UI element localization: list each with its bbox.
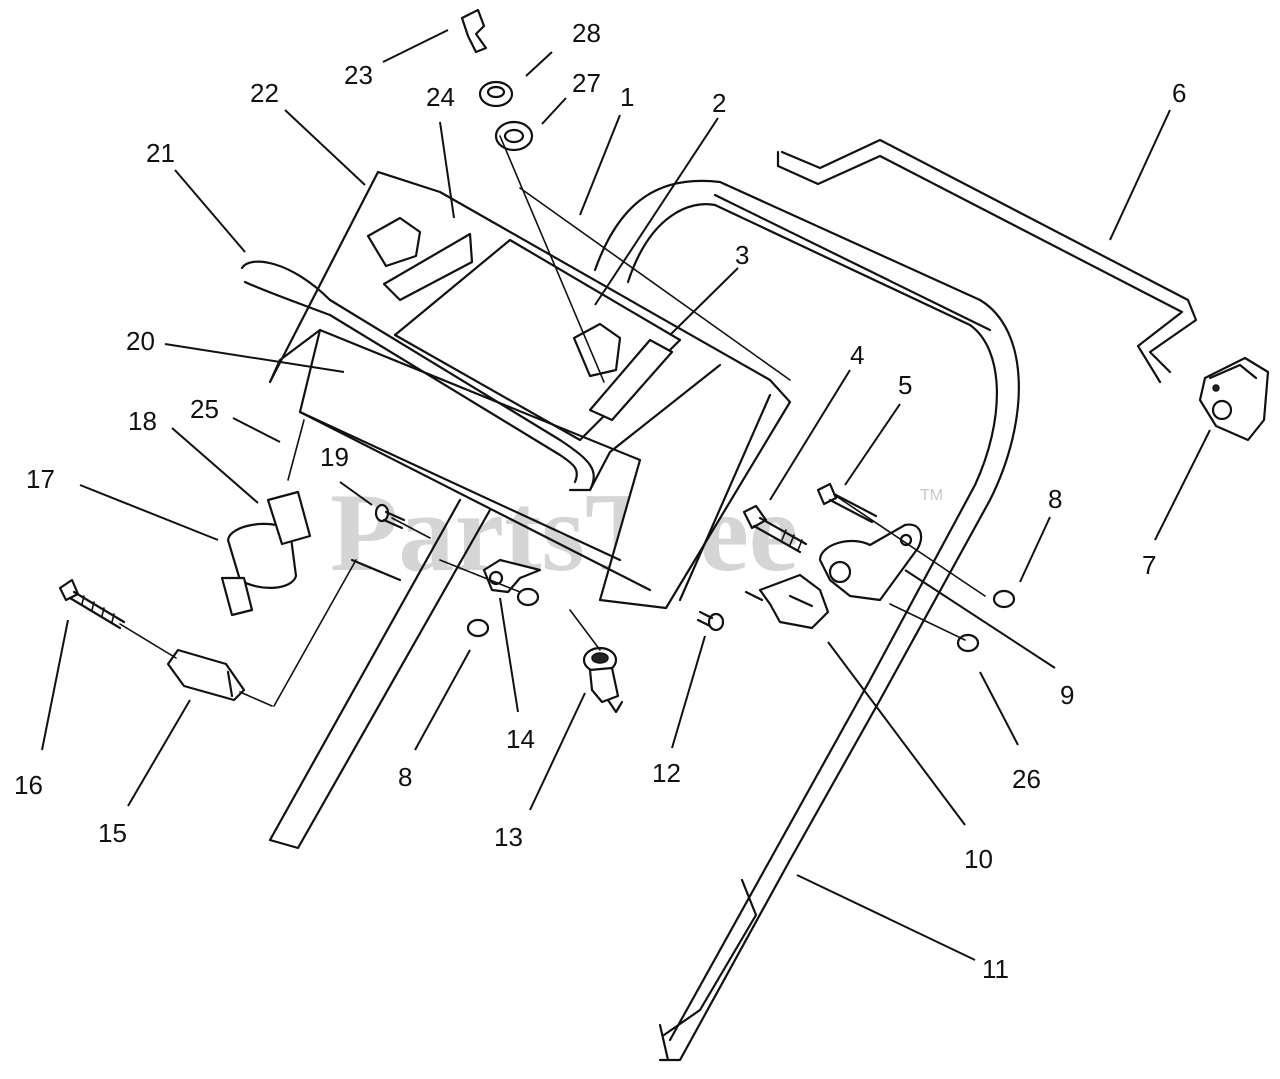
part-nut-8-left (466, 618, 490, 638)
watermark-trademark: TM (920, 487, 943, 504)
callout-9: 9 (1060, 680, 1074, 710)
callout-23: 23 (344, 60, 373, 90)
part-grip-15 (166, 648, 246, 702)
part-bolt-5 (816, 482, 878, 524)
part-bracket-10 (744, 573, 830, 630)
part-switch-13 (582, 646, 624, 714)
part-switch-box (366, 216, 474, 302)
callout-25: 25 (190, 394, 219, 424)
part-nut-8-center (516, 587, 540, 607)
part-screw-12 (696, 610, 725, 632)
callout-14: 14 (506, 724, 535, 754)
callout-21: 21 (146, 138, 175, 168)
part-bolt-16 (58, 578, 126, 630)
part-knob-17 (220, 522, 298, 617)
callout-4: 4 (850, 340, 864, 370)
callout-20: 20 (126, 326, 155, 356)
callout-6: 6 (1172, 78, 1186, 108)
part-nut-28 (478, 80, 514, 108)
part-lock-washer (494, 120, 534, 152)
callout-24: 24 (426, 82, 455, 112)
callout-22: 22 (250, 78, 279, 108)
part-plate-9 (818, 523, 923, 602)
part-clip-18 (266, 490, 312, 546)
callout-19: 19 (320, 442, 349, 472)
callout-26: 26 (1012, 764, 1041, 794)
part-upper-handle (776, 138, 1198, 384)
part-handle-bracket (1198, 356, 1270, 442)
callout-1: 1 (620, 82, 634, 112)
part-bolt-4 (742, 504, 808, 554)
callout-7: 7 (1142, 550, 1156, 580)
callout-labels: 1 2 3 4 5 6 7 8 8 9 10 11 12 13 14 15 16… (14, 18, 1186, 984)
part-main-handle (593, 179, 1020, 1062)
callout-28: 28 (572, 18, 601, 48)
leader-lines (41, 29, 1211, 961)
callout-3: 3 (735, 240, 749, 270)
callout-5: 5 (898, 370, 912, 400)
callout-10: 10 (964, 844, 993, 874)
callout-13: 13 (494, 822, 523, 852)
callout-17: 17 (26, 464, 55, 494)
callout-12: 12 (652, 758, 681, 788)
part-nut-8-right (992, 589, 1016, 609)
callout-18: 18 (128, 406, 157, 436)
callout-8-right: 8 (1048, 484, 1062, 514)
part-key (460, 8, 488, 54)
callout-27: 27 (572, 68, 601, 98)
part-lower-left-tube (268, 498, 492, 850)
callout-11: 11 (982, 954, 1009, 984)
part-loop-handle (240, 260, 722, 492)
callout-15: 15 (98, 818, 127, 848)
callout-2: 2 (712, 88, 726, 118)
callout-8-left: 8 (398, 762, 412, 792)
part-bolt-19 (374, 503, 406, 530)
callout-16: 16 (14, 770, 43, 800)
